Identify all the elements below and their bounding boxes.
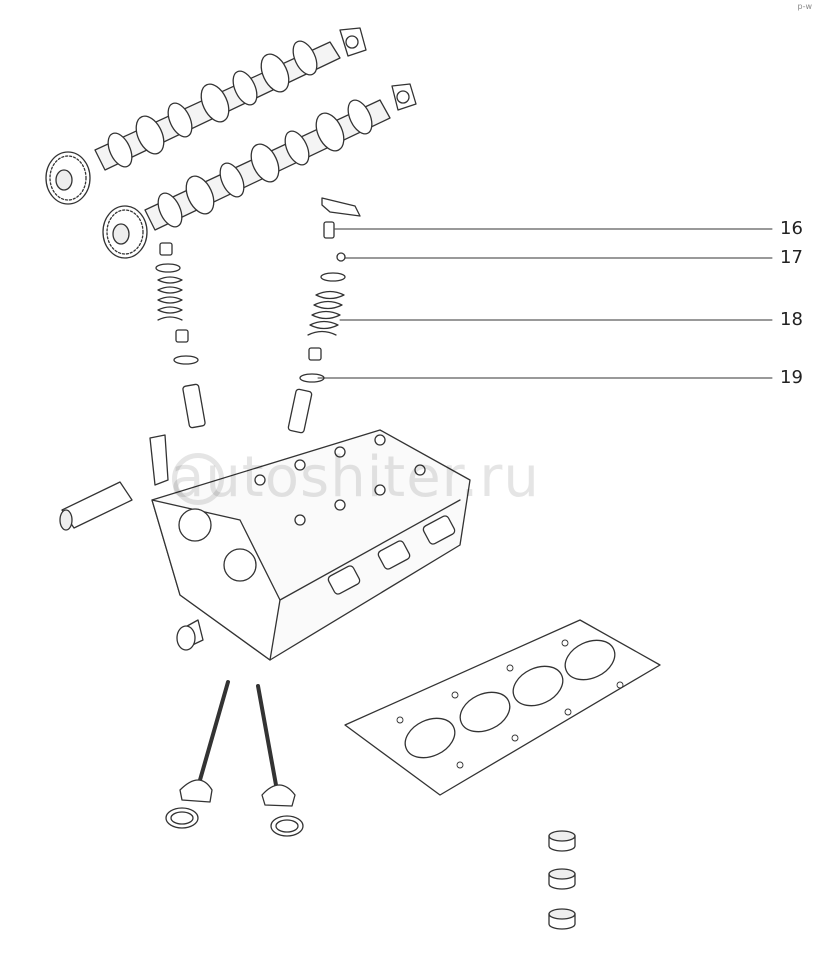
cylinder-head-icon [151,429,471,661]
callout-16: 16 [780,218,803,239]
valve-spring-icon [155,242,199,365]
camshaft-exhaust-icon [144,99,391,231]
valve-guide-icon [287,388,313,434]
callout-17: 17 [780,247,803,268]
tappet-icon [548,868,576,890]
callout-leaders [317,228,773,379]
valve-guide-icon [176,619,204,651]
camshaft-intake-icon [94,40,341,171]
valve-guide-icon [182,383,206,429]
watermark-text: autoshiter.ru [170,445,540,510]
callout-19: 19 [780,367,803,388]
valve-seal-icon [165,807,304,837]
cam-bearing-cap-icon [339,27,367,57]
rocker-arm-icon [321,197,361,217]
corner-mark: p-w [797,2,812,11]
cam-sprocket-icon [102,205,148,259]
watermark-logo-icon [172,453,224,505]
cam-bearing-cap-icon [391,83,417,111]
oil-control-valve-icon [59,434,169,531]
callout-18: 18 [780,309,803,330]
lash-adjuster-icon [323,221,335,239]
cam-sprocket-icon [45,151,91,205]
valve-spring-icon [299,272,346,383]
valve-icon [256,684,296,807]
valve-keeper-icon [336,252,346,262]
valve-icon [179,680,230,803]
tappet-icon [548,830,576,852]
head-gasket-icon [344,619,661,796]
tappet-icon [548,908,576,930]
